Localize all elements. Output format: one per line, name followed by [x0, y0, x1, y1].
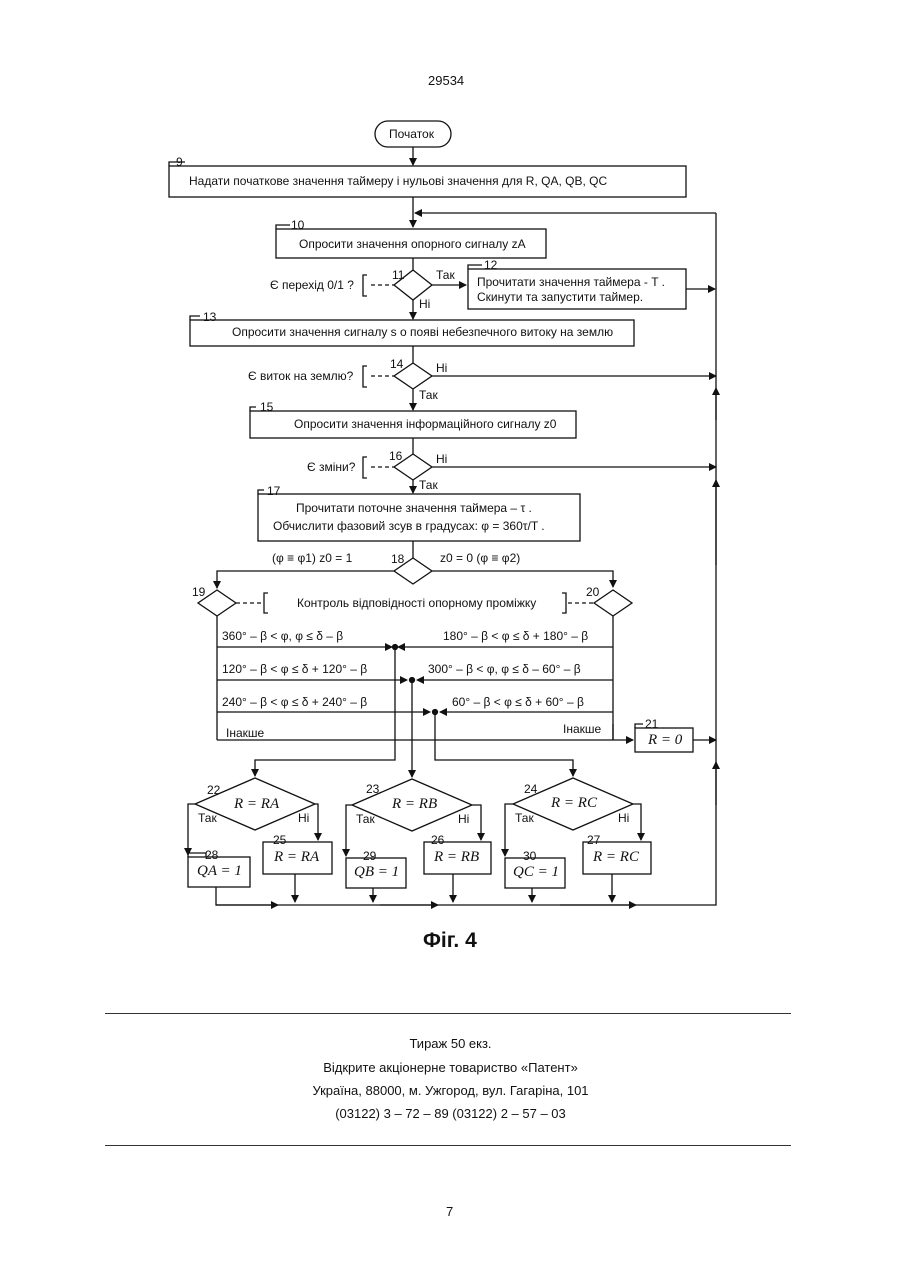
block-22-number: 22 [207, 784, 220, 796]
block-15-number: 15 [260, 401, 273, 413]
otherwise-right: Інакше [563, 723, 601, 735]
block-9-text: Надати початкове значення таймеру і нуль… [189, 175, 607, 187]
block-16-question: Є зміни? [307, 461, 355, 473]
block-30-number: 30 [523, 850, 536, 862]
yes-label-16: Так [419, 479, 438, 491]
footer-address: Україна, 88000, м. Ужгород, вул. Гагарін… [0, 1084, 901, 1097]
condition-left-1: 360° – β < φ, φ ≤ δ – β [222, 630, 343, 642]
block-10-text: Опросити значення опорного сигналу zA [299, 238, 526, 250]
block-28-text: QA = 1 [197, 864, 242, 879]
control-note: Контроль відповідності опорному проміжку [297, 597, 536, 609]
condition-right-2: 300° – β < φ, φ ≤ δ – 60° – β [428, 663, 581, 675]
block-23-text: R = RB [392, 797, 437, 812]
block-12-number: 12 [484, 259, 497, 271]
otherwise-left: Інакше [226, 727, 264, 739]
yes-label-22: Так [198, 812, 217, 824]
footer-circulation: Тираж 50 екз. [0, 1037, 901, 1050]
decision-20 [594, 590, 632, 616]
block-17-line2: Обчислити фазовий зсув в градусах: φ = 3… [273, 520, 545, 532]
block-18-left: (φ ≡ φ1) z0 = 1 [272, 552, 352, 564]
block-9-number: 9 [176, 156, 183, 168]
block-19-number: 19 [192, 586, 205, 598]
block-14-number: 14 [390, 358, 403, 370]
block-17-number: 17 [267, 485, 280, 497]
block-29-number: 29 [363, 850, 376, 862]
condition-right-3: 60° – β < φ ≤ δ + 60° – β [452, 696, 584, 708]
block-18-right: z0 = 0 (φ ≡ φ2) [440, 552, 520, 564]
start-label: Початок [389, 128, 434, 140]
block-27-number: 27 [587, 834, 600, 846]
yes-label-23: Так [356, 813, 375, 825]
block-26-number: 26 [431, 834, 444, 846]
block-27-text: R = RC [593, 850, 639, 865]
block-16-number: 16 [389, 450, 402, 462]
block-14-question: Є виток на землю? [248, 370, 353, 382]
page-number: 7 [446, 1205, 453, 1218]
block-25-text: R = RA [274, 850, 319, 865]
block-24-text: R = RC [551, 796, 597, 811]
block-22-text: R = RA [234, 797, 279, 812]
block-20-number: 20 [586, 586, 599, 598]
yes-label-11: Так [436, 269, 455, 281]
block-13-text: Опросити значення сигналу s о появі небе… [232, 326, 613, 338]
block-11-question: Є перехід 0/1 ? [270, 279, 354, 291]
no-label-24: Ні [618, 812, 629, 824]
block-23-number: 23 [366, 783, 379, 795]
block-11-number: 11 [392, 269, 404, 281]
block-13-number: 13 [203, 311, 216, 323]
block-26-text: R = RB [434, 850, 479, 865]
block-24-number: 24 [524, 783, 537, 795]
no-label-22: Ні [298, 812, 309, 824]
footer-rule-bottom [105, 1145, 791, 1146]
block-30-text: QC = 1 [513, 865, 559, 880]
footer-rule-top [105, 1013, 791, 1014]
footer-phones: (03122) 3 – 72 – 89 (03122) 2 – 57 – 03 [0, 1107, 901, 1120]
no-label-16: Ні [436, 453, 447, 465]
figure-caption: Фіг. 4 [423, 930, 477, 951]
block-18-number: 18 [391, 553, 404, 565]
condition-right-1: 180° – β < φ ≤ δ + 180° – β [443, 630, 588, 642]
yes-label-24: Так [515, 812, 534, 824]
block-17-line1: Прочитати поточне значення таймера – τ . [296, 502, 532, 514]
block-21-text: R = 0 [648, 733, 682, 748]
footer-publisher: Відкрите акціонерне товариство «Патент» [0, 1061, 901, 1074]
condition-left-3: 240° – β < φ ≤ δ + 240° – β [222, 696, 367, 708]
block-15-text: Опросити значення інформаційного сигналу… [294, 418, 556, 430]
block-28-number: 28 [205, 849, 218, 861]
no-label-14: Ні [436, 362, 447, 374]
block-21-number: 21 [645, 718, 658, 730]
block-10-number: 10 [291, 219, 304, 231]
no-label-23: Ні [458, 813, 469, 825]
no-label-11: Ні [419, 298, 430, 310]
block-25-number: 25 [273, 834, 286, 846]
yes-label-14: Так [419, 389, 438, 401]
block-12-line2: Скинути та запустити таймер. [477, 291, 643, 303]
condition-left-2: 120° – β < φ ≤ δ + 120° – β [222, 663, 367, 675]
block-29-text: QB = 1 [354, 865, 399, 880]
block-12-line1: Прочитати значення таймера - T . [477, 276, 665, 288]
